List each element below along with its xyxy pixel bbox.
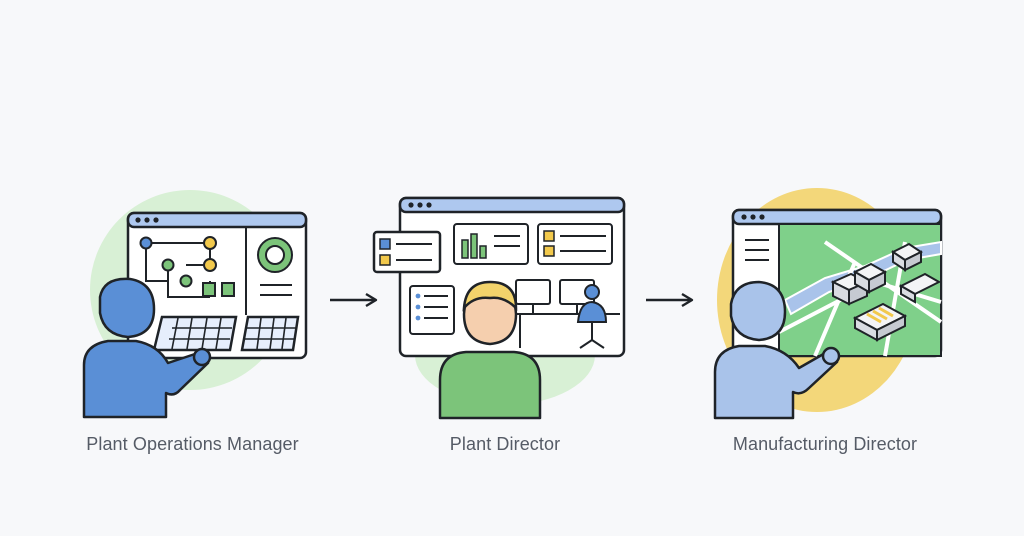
keyboard-left: [152, 315, 238, 352]
stage-label-manufacturing-director: Manufacturing Director: [732, 434, 918, 454]
arrow-right-icon: [328, 292, 380, 308]
bar-chart-card-icon: [453, 223, 529, 265]
factory-map-icon: [778, 223, 943, 357]
person-director-icon: [438, 280, 542, 420]
stage-plant-director: [370, 190, 630, 420]
stage-label-plant-operations-manager: Plant Operations Manager: [86, 434, 299, 454]
stage-plant-operations-manager: [70, 185, 320, 420]
floating-card-icon: [372, 230, 442, 274]
person-manufacturing-icon: [713, 280, 841, 420]
arrow-right-icon: [644, 292, 696, 308]
donut-gauge-icon: [257, 237, 293, 273]
process-flow-icon: [145, 242, 211, 298]
checklist-card-icon: [409, 285, 455, 335]
list-card-icon: [537, 223, 613, 265]
keyboard-right: [240, 315, 300, 352]
stage-manufacturing-director: [705, 182, 950, 420]
map-window: [731, 208, 943, 358]
person-operator-icon: [82, 277, 212, 419]
workstation-scene-icon: [510, 279, 620, 349]
dashboard-window: [398, 196, 626, 358]
stage-label-plant-director: Plant Director: [449, 434, 561, 454]
